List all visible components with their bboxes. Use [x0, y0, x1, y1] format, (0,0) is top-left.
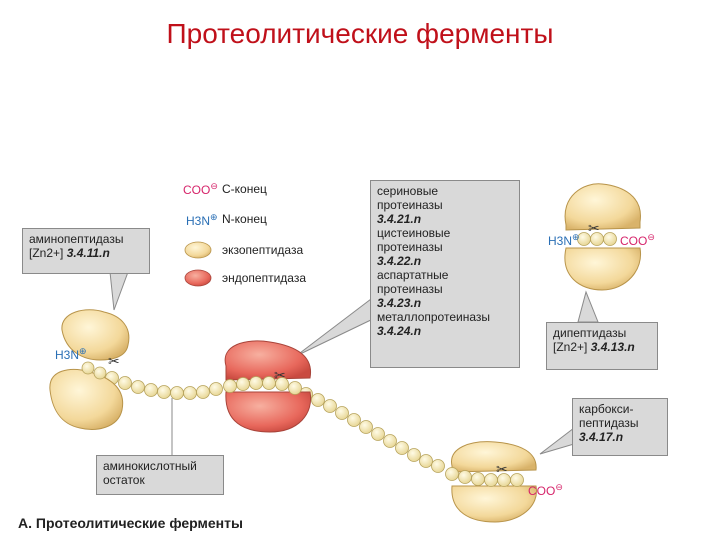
residue-bead: [118, 376, 132, 390]
dipeptidase-cofactor: [Zn2+]: [553, 340, 588, 354]
aminopeptidase-callout: аминопептидазы [Zn2+] 3.4.11.n: [22, 228, 150, 274]
carboxypeptidase-name2: пептидазы: [579, 416, 639, 430]
legend-coo-symbol: COO⊖: [183, 181, 218, 197]
endo-cysteine-name2: протеиназы: [377, 240, 443, 254]
carboxypeptidase-callout: карбокси- пептидазы 3.4.17.n: [572, 398, 668, 456]
residue-bead: [209, 382, 223, 396]
endo-aspartate-ec: 3.4.23.n: [377, 296, 422, 310]
residue-bead: [471, 472, 485, 486]
page-title: Протеолитические ферменты: [166, 18, 554, 49]
aminopeptidase-enzyme: ✂: [49, 309, 130, 430]
residue-bead: [510, 473, 524, 487]
endo-aspartate-name: аспартатные: [377, 268, 449, 282]
endo-metallo-ec: 3.4.24.n: [377, 324, 422, 338]
residue-bead: [335, 406, 349, 420]
residue-bead: [288, 381, 302, 395]
residue-bead: [371, 427, 385, 441]
endopeptidase-callout: сериновые протеиназы 3.4.21.n цистеиновы…: [370, 180, 520, 368]
residue-bead: [407, 448, 421, 462]
endo-serine-name: сериновые: [377, 184, 439, 198]
residue-bead: [275, 377, 289, 391]
residue-bead: [431, 459, 445, 473]
dipeptidase-enzyme: ✂: [564, 183, 642, 291]
aminopeptidase-cofactor: [Zn2+]: [29, 246, 64, 260]
residue-bead: [157, 385, 171, 399]
residue-bead: [395, 441, 409, 455]
dipeptidase-coo-label: COO⊖: [620, 232, 655, 248]
endo-metallo-name: металлопротеиназы: [377, 310, 490, 324]
legend-endo-icon: [184, 269, 212, 287]
residue-bead: [445, 467, 459, 481]
residue-line1: аминокислотный: [103, 459, 197, 473]
residue-bead: [196, 385, 210, 399]
aminopeptidase-pointer: [109, 271, 129, 311]
residue-bead: [131, 380, 145, 394]
figure-caption: А. Протеолитические ферменты: [18, 515, 243, 531]
endo-cysteine-ec: 3.4.22.n: [377, 254, 422, 268]
scissors-icon: ✂: [496, 462, 508, 478]
residue-bead: [144, 383, 158, 397]
dipeptidase-callout: дипептидазы [Zn2+] 3.4.13.n: [546, 322, 658, 370]
carboxypeptidase-coo-label: COO⊖: [528, 482, 563, 498]
residue-bead: [347, 413, 361, 427]
aminopeptidase-h3n-label: H3N⊕: [55, 346, 87, 362]
residue-bead: [311, 393, 325, 407]
endo-cysteine-name: цистеиновые: [377, 226, 451, 240]
residue-bead: [458, 470, 472, 484]
endopeptidase-enzyme: ✂: [223, 340, 312, 433]
legend-h3n-symbol: H3N⊕: [186, 212, 218, 228]
endo-serine-ec: 3.4.21.n: [377, 212, 422, 226]
dipeptidase-pointer: [577, 290, 599, 323]
scissors-icon: ✂: [274, 368, 286, 384]
endo-aspartate-name2: протеиназы: [377, 282, 443, 296]
aminopeptidase-ec: 3.4.11.n: [66, 246, 110, 260]
aminopeptidase-name: аминопептидазы: [29, 232, 124, 246]
residue-line2: остаток: [103, 473, 145, 487]
legend-c-end: С-конец: [222, 182, 267, 196]
residue-bead: [419, 454, 433, 468]
scissors-icon: ✂: [108, 354, 120, 370]
residue-bead: [249, 376, 263, 390]
carboxypeptidase-name1: карбокси-: [579, 402, 634, 416]
residue-bead: [359, 420, 373, 434]
legend-exo: экзопептидаза: [222, 243, 304, 257]
carboxypeptidase-enzyme: ✂: [445, 441, 537, 523]
residue-bead: [183, 386, 197, 400]
carboxypeptidase-pointer: [539, 426, 575, 455]
residue-bead: [170, 386, 184, 400]
carboxypeptidase-ec: 3.4.17.n: [579, 430, 624, 444]
legend-endo: эндопептидаза: [222, 271, 307, 285]
residue-bead: [223, 379, 237, 393]
residue-bead: [93, 366, 107, 380]
legend-exo-icon: [184, 241, 212, 259]
scissors-icon: ✂: [588, 221, 600, 237]
residue-bead: [603, 232, 617, 246]
dipeptidase-h3n-label: H3N⊕: [548, 232, 580, 248]
dipeptidase-ec: 3.4.13.n: [590, 340, 635, 354]
endo-pointer: [295, 294, 376, 357]
residue-callout: аминокислотный остаток: [96, 455, 224, 495]
residue-bead: [383, 434, 397, 448]
legend-n-end: N-конец: [222, 212, 267, 226]
endo-serine-name2: протеиназы: [377, 198, 443, 212]
residue-bead: [236, 377, 250, 391]
dipeptidase-name: дипептидазы: [553, 326, 627, 340]
residue-bead: [323, 399, 337, 413]
residue-bead: [81, 361, 95, 375]
